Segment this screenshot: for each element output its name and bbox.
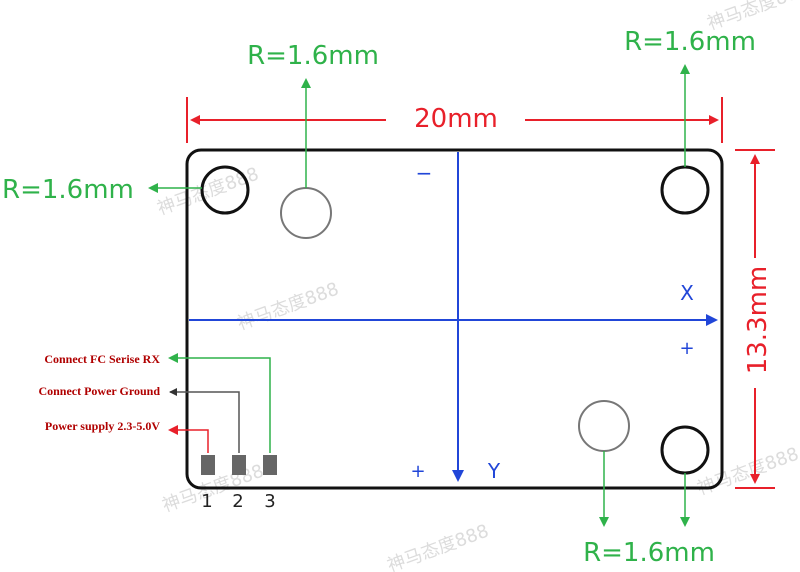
pin-leaders	[168, 353, 271, 453]
board-outline	[185, 148, 724, 490]
pin-1	[201, 455, 215, 475]
pin-2-number: 2	[232, 491, 243, 512]
pin-3	[263, 455, 277, 475]
watermark: 神马态度888	[695, 444, 800, 500]
watermark-group: 神马态度888 神马态度888 神马态度888 神马态度888 神马态度888 …	[155, 0, 800, 572]
height-dimension: 13.3mm	[735, 149, 775, 489]
pin-1-label: Power supply 2.3-5.0V	[45, 419, 160, 433]
watermark: 神马态度888	[155, 164, 262, 220]
minus-sign: −	[416, 161, 433, 185]
width-dimension: 20mm	[186, 97, 723, 143]
pin-header: 1 2 3	[201, 455, 277, 512]
plus-y-sign: +	[410, 461, 425, 482]
sensor-lens-bottom	[578, 400, 630, 452]
hole-label-top-right: R=1.6mm	[624, 27, 756, 57]
mounting-hole-bottom-right	[660, 425, 710, 475]
pin-2	[232, 455, 246, 475]
sensor-lens-top	[280, 187, 332, 239]
hole-label-bottom: R=1.6mm	[583, 538, 715, 568]
plus-x-sign: +	[679, 338, 694, 359]
pin-1-number: 1	[201, 491, 212, 512]
mounting-hole-top-right	[660, 165, 710, 215]
pin-3-label: Connect FC Serise RX	[44, 352, 160, 366]
watermark: 神马态度888	[385, 521, 492, 572]
y-axis-label: Y	[487, 459, 501, 483]
pin-3-number: 3	[264, 491, 275, 512]
x-axis-label: X	[680, 281, 694, 305]
hole-callouts: R=1.6mm R=1.6mm R=1.6mm R=1.6mm	[2, 27, 756, 568]
pin-2-label: Connect Power Ground	[38, 384, 160, 398]
height-label: 13.3mm	[743, 266, 773, 375]
hole-label-top-left: R=1.6mm	[2, 175, 134, 205]
mounting-hole-top-left	[200, 165, 250, 215]
hole-label-top-center: R=1.6mm	[247, 41, 379, 71]
watermark: 神马态度888	[235, 279, 342, 335]
width-label: 20mm	[414, 104, 498, 134]
axes: X Y − + +	[189, 152, 718, 483]
